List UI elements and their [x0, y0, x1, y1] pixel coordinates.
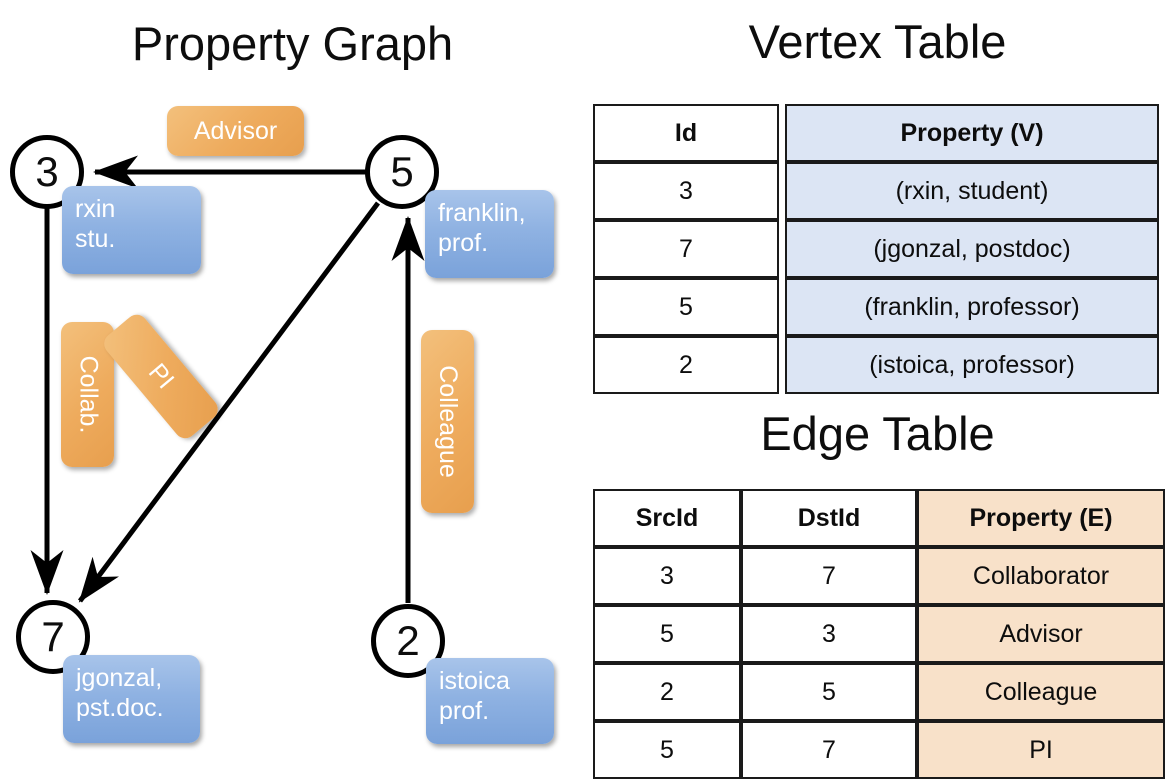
node-property-2-line2: prof.: [439, 696, 490, 725]
node-property-box-3: rxin stu.: [62, 186, 201, 274]
node-property-box-7: jgonzal, pst.doc.: [63, 655, 200, 743]
table-row: 5 3 Advisor: [593, 605, 1165, 663]
vertex-cell-id: 3: [593, 162, 779, 220]
node-property-7-line2: pst.doc.: [76, 693, 164, 722]
column-gap: [779, 220, 785, 278]
vertex-header-property: Property (V): [785, 104, 1159, 162]
edge-arrow-5-to-7: [77, 201, 381, 603]
edge-cell-dstid: 3: [741, 605, 917, 663]
graph-edges-layer: [30, 155, 425, 603]
column-gap: [779, 336, 785, 394]
vertex-cell-property: (franklin, professor): [785, 278, 1159, 336]
table-row: 2 5 Colleague: [593, 663, 1165, 721]
vertex-table: Id Property (V) 3 (rxin, student) 7 (jgo…: [593, 104, 1159, 394]
graph-node-5-label: 5: [390, 148, 414, 195]
page-title-edge-table: Edge Table: [760, 407, 995, 460]
node-property-3-line1: rxin: [75, 195, 116, 223]
vertex-cell-property: (rxin, student): [785, 162, 1159, 220]
node-property-2-line1: istoica: [439, 667, 510, 695]
table-row: 7 (jgonzal, postdoc): [593, 220, 1159, 278]
table-header-row: Id Property (V): [593, 104, 1159, 162]
node-property-7-line1: jgonzal,: [76, 664, 163, 692]
node-property-3-line2: stu.: [75, 224, 116, 253]
node-property-box-5: franklin, prof.: [425, 190, 554, 278]
table-header-row: SrcId DstId Property (E): [593, 489, 1165, 547]
edge-label-advisor: Advisor: [167, 106, 304, 156]
node-property-5-line2: prof.: [438, 228, 489, 257]
graph-node-2-label: 2: [396, 617, 420, 664]
table-row: 3 (rxin, student): [593, 162, 1159, 220]
edge-header-dstid: DstId: [741, 489, 917, 547]
edge-cell-srcid: 5: [593, 721, 741, 779]
property-graph-panel: Property Graph Advisor Collab. PI: [0, 0, 585, 760]
edge-cell-property: Collaborator: [917, 547, 1165, 605]
edge-cell-srcid: 2: [593, 663, 741, 721]
edge-label-colleague: Colleague: [421, 330, 474, 513]
graph-node-7-label: 7: [41, 613, 65, 660]
column-gap: [779, 104, 785, 162]
edge-label-colleague-text: Colleague: [434, 365, 462, 478]
edge-table: SrcId DstId Property (E) 3 7 Collaborato…: [593, 489, 1165, 779]
vertex-cell-property: (istoica, professor): [785, 336, 1159, 394]
vertex-cell-id: 5: [593, 278, 779, 336]
edge-cell-dstid: 7: [741, 721, 917, 779]
edge-label-pi-text: PI: [143, 358, 180, 395]
vertex-cell-id: 7: [593, 220, 779, 278]
edge-cell-property: Advisor: [917, 605, 1165, 663]
node-property-5-line1: franklin,: [438, 199, 526, 227]
table-row: 5 (franklin, professor): [593, 278, 1159, 336]
table-row: 2 (istoica, professor): [593, 336, 1159, 394]
page-title-property-graph: Property Graph: [131, 17, 454, 70]
edge-label-collab-text: Collab.: [74, 355, 103, 434]
table-row: 5 7 PI: [593, 721, 1165, 779]
vertex-cell-property: (jgonzal, postdoc): [785, 220, 1159, 278]
node-property-box-2: istoica prof.: [426, 658, 554, 744]
edge-cell-property: Colleague: [917, 663, 1165, 721]
edge-cell-srcid: 3: [593, 547, 741, 605]
column-gap: [779, 162, 785, 220]
edge-header-property: Property (E): [917, 489, 1165, 547]
edge-cell-dstid: 7: [741, 547, 917, 605]
page-title-vertex-table: Vertex Table: [748, 15, 1007, 68]
edge-header-srcid: SrcId: [593, 489, 741, 547]
vertex-header-id: Id: [593, 104, 779, 162]
edge-cell-srcid: 5: [593, 605, 741, 663]
edge-cell-dstid: 5: [741, 663, 917, 721]
column-gap: [779, 278, 785, 336]
edge-label-advisor-text: Advisor: [193, 116, 278, 145]
graph-node-3-label: 3: [35, 148, 59, 195]
edge-cell-property: PI: [917, 721, 1165, 779]
vertex-cell-id: 2: [593, 336, 779, 394]
table-row: 3 7 Collaborator: [593, 547, 1165, 605]
